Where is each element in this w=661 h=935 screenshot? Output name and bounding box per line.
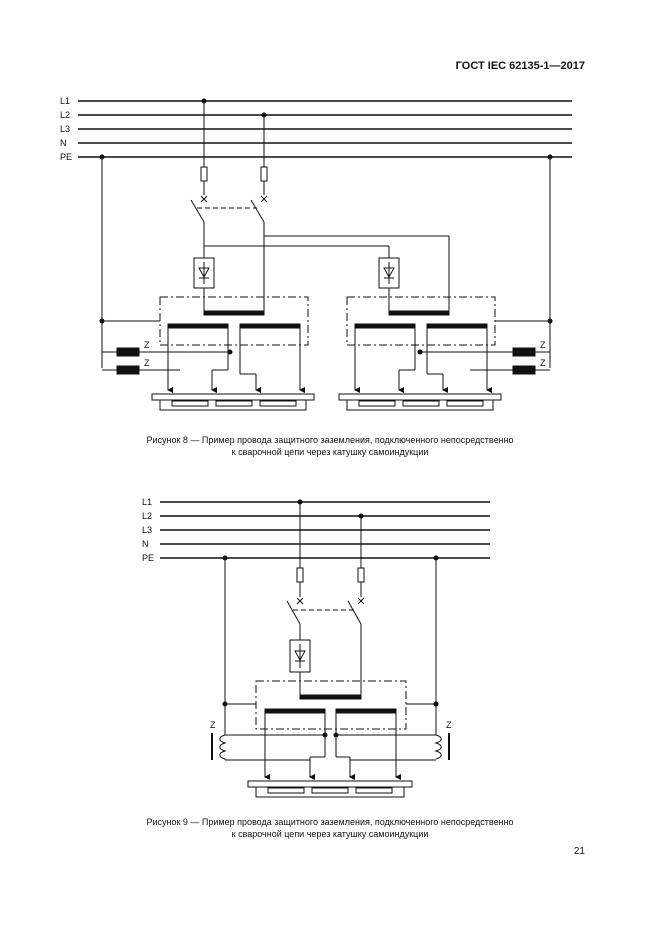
impedance-label: Z xyxy=(540,340,546,350)
bus-label-l2: L2 xyxy=(60,110,70,120)
figure-9-wiring xyxy=(211,499,450,798)
figure-9-caption-line-1: Рисунок 9 — Пример провода защитного заз… xyxy=(146,817,514,827)
impedance-label: Z xyxy=(210,720,216,730)
figure-9-bus-labels: L1 L2 L3 N PE xyxy=(142,497,154,563)
bus-label-l1: L1 xyxy=(60,96,70,106)
bus-label-l2: L2 xyxy=(142,511,152,521)
figure-9-bus-lines xyxy=(160,501,490,559)
figure-8-impedance-labels: Z Z Z Z xyxy=(144,340,546,368)
bus-label-pe: PE xyxy=(60,152,72,162)
document-header: ГОСТ IEC 62135-1—2017 xyxy=(455,60,585,72)
bus-label-n: N xyxy=(60,138,67,148)
impedance-label: Z xyxy=(144,358,150,368)
bus-label-n: N xyxy=(142,539,149,549)
impedance-label: Z xyxy=(144,340,150,350)
bus-label-l3: L3 xyxy=(142,525,152,535)
figure-8-bus-lines xyxy=(78,100,572,158)
figure-8-caption-line-1: Рисунок 8 — Пример провода защитного заз… xyxy=(146,435,514,445)
figure-9-impedance-labels: Z Z xyxy=(210,720,452,730)
figure-9-caption: Рисунок 9 — Пример провода защитного заз… xyxy=(80,816,580,840)
figure-8-caption-line-2: к сварочной цепи через катушку самоиндук… xyxy=(231,447,429,457)
bus-label-pe: PE xyxy=(142,553,154,563)
impedance-label: Z xyxy=(446,720,452,730)
bus-label-l3: L3 xyxy=(60,124,70,134)
figure-8-wiring xyxy=(99,98,553,411)
figure-9-caption-line-2: к сварочной цепи через катушку самоиндук… xyxy=(231,829,429,839)
impedance-label: Z xyxy=(540,358,546,368)
figure-8-bus-labels: L1 L2 L3 N PE xyxy=(60,96,72,162)
page-number: 21 xyxy=(573,846,585,857)
figure-8-caption: Рисунок 8 — Пример провода защитного заз… xyxy=(80,434,580,458)
bus-label-l1: L1 xyxy=(142,497,152,507)
